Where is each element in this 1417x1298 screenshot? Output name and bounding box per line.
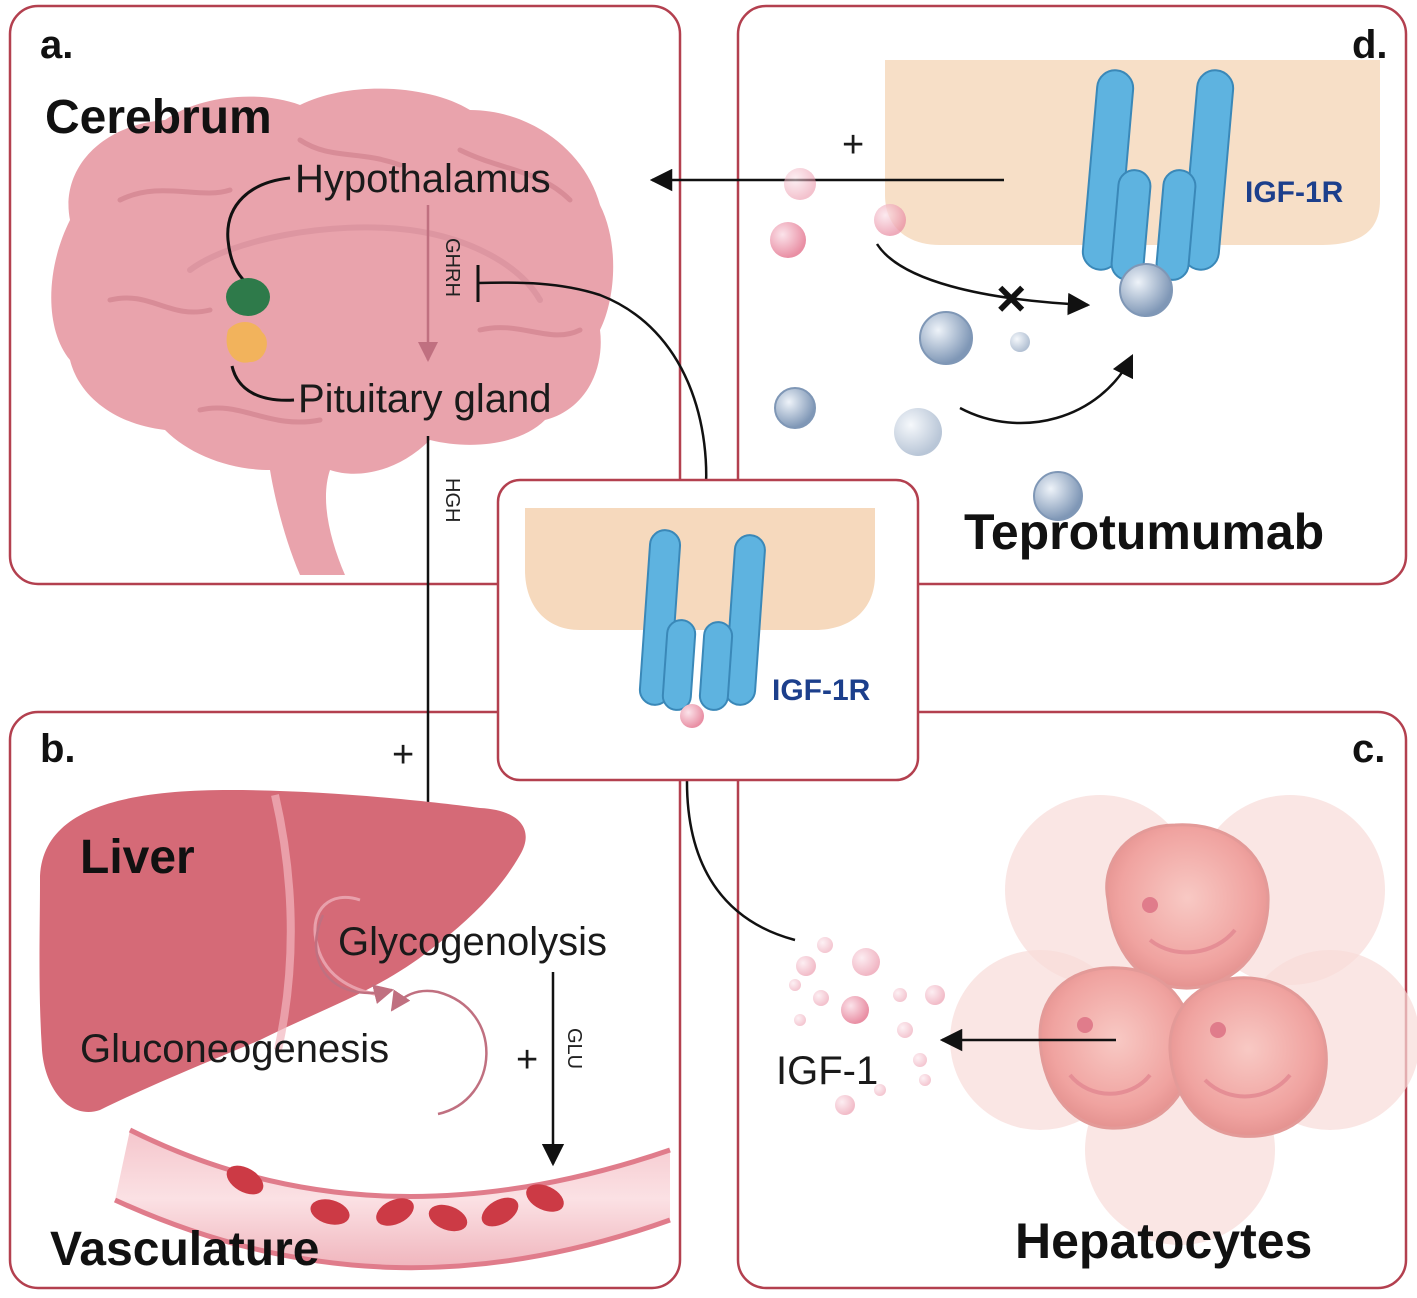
igf1r-receptor-d [1081, 69, 1235, 281]
hepatocyte-cluster [950, 795, 1417, 1245]
pituitary-pointer [230, 365, 295, 402]
hypothalamus-marker [226, 278, 270, 316]
panel-b-frame [8, 710, 682, 1290]
panel-b-subtitle: Vasculature [50, 1223, 319, 1276]
panel-a-title: Cerebrum [45, 91, 272, 144]
igf1-bound [680, 704, 704, 728]
plus-d: + [842, 124, 864, 166]
plus-hgh: + [392, 734, 414, 776]
panel-d-letter: d. [1352, 23, 1388, 67]
igf1r-label-center: IGF-1R [772, 674, 871, 707]
panel-d-membrane [885, 60, 1380, 245]
pituitary-marker [226, 321, 267, 363]
center-membrane [525, 508, 875, 630]
panel-d-title: Teprotumumab [964, 504, 1324, 560]
pituitary-label: Pituitary gland [298, 377, 551, 421]
hgh-label: HGH [441, 478, 463, 522]
antibody-bound [1119, 263, 1173, 317]
antibody-binding-arrow [959, 353, 1134, 425]
gluconeogenesis-label: Gluconeogenesis [80, 1027, 389, 1071]
hypothalamus-pointer [226, 176, 291, 286]
panel-b-title: Liver [80, 831, 195, 884]
plus-glu: + [516, 1039, 538, 1081]
igf1-particles-c [789, 937, 945, 1115]
panel-b-letter: b. [40, 727, 76, 771]
igf1-label: IGF-1 [776, 1049, 878, 1093]
panel-d-frame [736, 4, 1408, 586]
igf1-particles-d [770, 168, 906, 258]
negative-feedback-curve [477, 281, 708, 501]
panel-c-letter: c. [1352, 727, 1385, 771]
panel-a-letter: a. [40, 23, 73, 67]
antibody-particles-d [774, 311, 1083, 521]
brain-illustration [51, 88, 614, 576]
igf1-to-receptor-arrow [675, 753, 796, 942]
block-mark: × [996, 270, 1026, 328]
igf1r-receptor-center [638, 529, 766, 711]
glu-label: GLU [563, 1028, 585, 1069]
panel-a-frame [8, 4, 682, 586]
panel-c-title: Hepatocytes [1015, 1213, 1312, 1269]
glycogen-to-glucose-arrow [314, 914, 394, 1004]
blood-vessel [113, 1127, 671, 1271]
ghrh-label: GHRH [441, 238, 463, 297]
hypothalamus-label: Hypothalamus [295, 157, 551, 201]
blocked-binding-arrow [875, 243, 1091, 316]
igf1r-label-d: IGF-1R [1245, 176, 1344, 209]
glycogenolysis-label: Glycogenolysis [338, 920, 607, 964]
gluconeo-cycle-arrow [390, 989, 488, 1116]
